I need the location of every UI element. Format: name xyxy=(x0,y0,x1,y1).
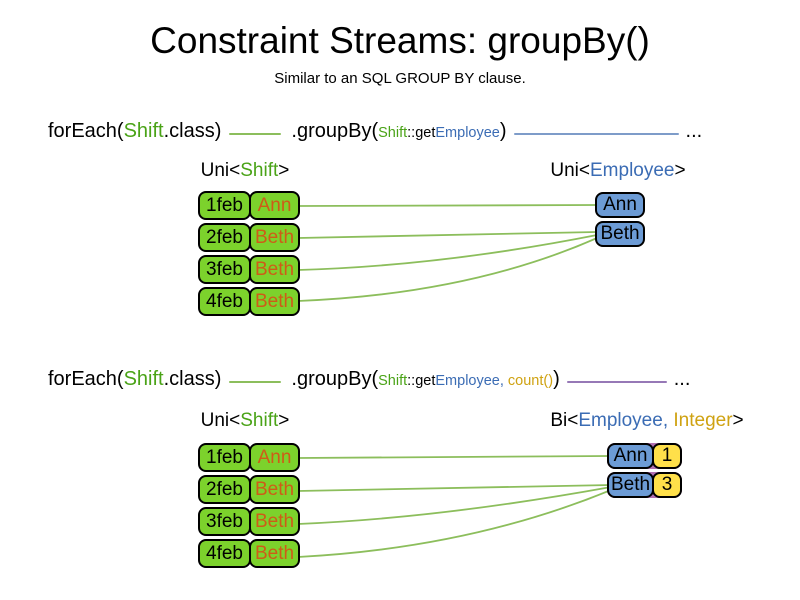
shift-row: 4feb Beth xyxy=(198,287,300,316)
group-pair: Ann 1 xyxy=(607,443,682,469)
shift-row: 1feb Ann xyxy=(198,443,300,472)
shift-row: 3feb Beth xyxy=(198,255,300,284)
shift-employee-cell: Beth xyxy=(249,539,300,568)
key-type: Employee xyxy=(435,373,500,389)
key-class: Shift xyxy=(378,125,408,141)
foreach-class: Shift xyxy=(123,120,164,142)
key-accessor: ::get xyxy=(407,125,436,141)
shift-row: 1feb Ann xyxy=(198,191,300,220)
stream-line-green xyxy=(229,381,282,383)
foreach-class: Shift xyxy=(123,368,164,390)
groups-1: Ann Beth xyxy=(595,192,645,247)
slide-title: Constraint Streams: groupBy() xyxy=(150,20,650,61)
groupby-close: ) xyxy=(499,120,507,142)
collector-call: count() xyxy=(507,373,554,389)
shift-row: 2feb Beth xyxy=(198,475,300,504)
connector2-3feb-beth xyxy=(297,486,612,525)
shift-table-1: 1feb Ann 2feb Beth 3feb Beth 4feb Beth xyxy=(198,191,300,319)
uni-shift-header-1: Uni<Shift> xyxy=(200,160,290,181)
group-employee-box: Ann xyxy=(595,192,645,218)
key-class: Shift xyxy=(378,373,408,389)
foreach-close: .class) xyxy=(163,368,222,390)
stream-line-purple xyxy=(566,381,667,383)
shift-row: 3feb Beth xyxy=(198,507,300,536)
shift-date-cell: 1feb xyxy=(198,191,251,220)
stream-line-green xyxy=(229,133,282,135)
connector2-2feb-beth xyxy=(297,484,612,492)
groups-2: Ann 1 Beth 3 xyxy=(607,443,682,501)
shift-table-2: 1feb Ann 2feb Beth 3feb Beth 4feb Beth xyxy=(198,443,300,571)
shift-employee-cell: Beth xyxy=(249,255,300,284)
shift-row: 2feb Beth xyxy=(198,223,300,252)
shift-date-cell: 4feb xyxy=(198,287,251,316)
stream-line-blue xyxy=(513,133,679,135)
shift-employee-cell: Beth xyxy=(249,287,300,316)
shift-employee-cell: Beth xyxy=(249,507,300,536)
groupby-open: .groupBy( xyxy=(291,368,379,390)
groupby-open: .groupBy( xyxy=(291,120,379,142)
groupby-close: ) xyxy=(553,368,560,390)
shift-employee-cell: Ann xyxy=(249,443,300,472)
shift-date-cell: 4feb xyxy=(198,539,251,568)
uni-employee-header: Uni<Employee> xyxy=(550,160,686,181)
shift-employee-cell: Ann xyxy=(249,191,300,220)
connector-3feb-beth xyxy=(297,234,598,271)
code-line-2: forEach(Shift.class) .groupBy(Shift::get… xyxy=(48,368,690,396)
foreach-open: forEach( xyxy=(48,120,124,142)
shift-employee-cell: Beth xyxy=(249,223,300,252)
shift-date-cell: 2feb xyxy=(198,223,251,252)
connector-4feb-beth xyxy=(297,237,598,302)
group-pair: Beth 3 xyxy=(607,472,682,498)
slide-subtitle: Similar to an SQL GROUP BY clause. xyxy=(274,70,526,87)
shift-date-cell: 3feb xyxy=(198,255,251,284)
group-employee-box: Beth xyxy=(595,221,645,247)
key-type: Employee xyxy=(435,125,500,141)
uni-shift-header-2: Uni<Shift> xyxy=(200,410,290,431)
connector2-1feb-ann xyxy=(297,455,610,459)
ellipsis: ... xyxy=(673,368,691,390)
ellipsis: ... xyxy=(685,120,703,142)
shift-row: 4feb Beth xyxy=(198,539,300,568)
shift-date-cell: 1feb xyxy=(198,443,251,472)
group-employee-box: Ann xyxy=(607,443,654,469)
foreach-close: .class) xyxy=(163,120,222,142)
group-count-box: 1 xyxy=(652,443,682,469)
group-employee-box: Beth xyxy=(607,472,654,498)
group-count-box: 3 xyxy=(652,472,682,498)
shift-employee-cell: Beth xyxy=(249,475,300,504)
shift-date-cell: 3feb xyxy=(198,507,251,536)
foreach-open: forEach( xyxy=(48,368,124,390)
key-accessor: ::get xyxy=(407,373,436,389)
shift-date-cell: 2feb xyxy=(198,475,251,504)
connector-1feb-ann xyxy=(297,204,598,207)
connector-2feb-beth xyxy=(297,231,598,239)
code-line-1: forEach(Shift.class) .groupBy(Shift::get… xyxy=(48,120,702,148)
bi-employee-integer-header: Bi<Employee, Integer> xyxy=(550,410,744,431)
collector-separator: , xyxy=(499,373,508,389)
connector2-4feb-beth xyxy=(297,489,612,558)
